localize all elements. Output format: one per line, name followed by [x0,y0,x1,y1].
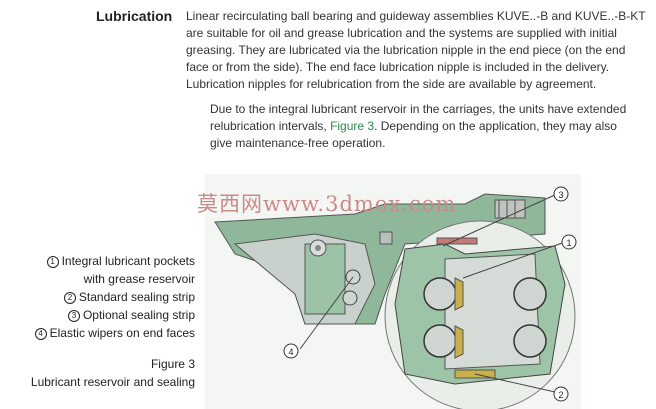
figure-link[interactable]: Figure 3 [330,119,375,133]
callout-2-label: 2 [558,390,563,400]
figure-title: Lubricant reservoir and sealing [30,375,195,389]
section-heading: Lubrication [96,8,173,24]
reservoir-text-end: . Depending on the application, they may… [210,119,617,150]
callout-2: 2 [553,386,569,402]
callout-1-label: 1 [566,238,571,248]
callout-number: 4 [34,328,47,340]
legend-text: Integral lubricant pockets [61,254,195,268]
legend-text: Elastic wipers on end faces [49,326,195,340]
figure-caption: Figure 3 Lubricant reservoir and sealing [31,355,195,391]
callout-4: 4 [283,343,299,359]
watermark: 莫西网www.3dmox.com [197,192,457,216]
legend-text: Standard sealing strip [78,290,195,304]
reservoir-text-start: Due to the integral lubricant reservoir … [210,102,627,133]
callout-3: 3 [553,186,569,202]
callout-number: 2 [63,292,76,304]
figure-number: Figure 3 [150,357,195,371]
bearing-cross-section-illustration: 3 1 2 4 [205,174,581,409]
callout-number: 1 [46,256,59,268]
callout-4-label: 4 [288,347,293,357]
callout-number: 3 [67,310,80,322]
lubrication-paragraph: Linear recirculating ball bearing and gu… [186,9,646,91]
legend-text: Optional sealing strip [82,308,195,322]
callout-3-label: 3 [558,190,563,200]
callout-1: 1 [561,234,577,250]
reservoir-paragraph: Due to the integral lubricant reservoir … [210,101,630,152]
legend-item-1-cont: with grease reservoir [83,272,195,286]
